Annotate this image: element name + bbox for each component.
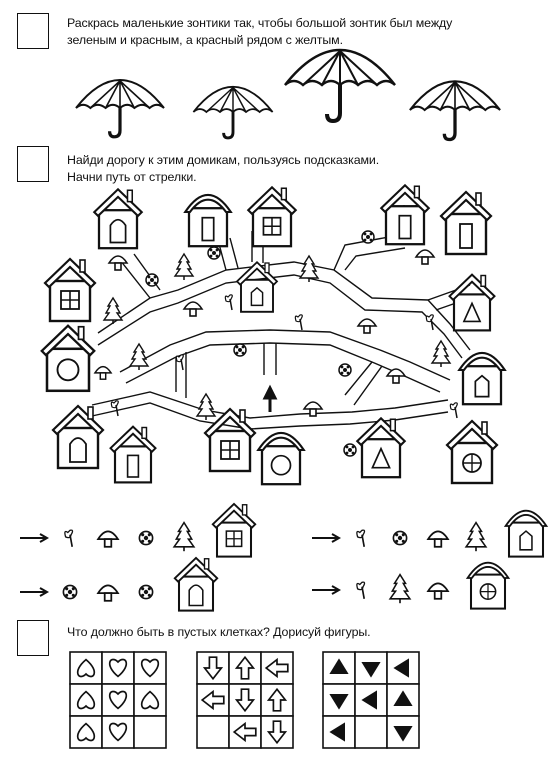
house-icon <box>247 186 297 248</box>
puzzle-cell[interactable] <box>69 715 103 749</box>
sapling-icon <box>64 529 74 548</box>
fir-tree-icon <box>389 573 411 605</box>
maze-road <box>333 234 406 271</box>
umbrella-icon <box>74 78 166 139</box>
maze-road <box>125 342 441 393</box>
fir-tree-icon <box>173 521 195 553</box>
mushroom-icon <box>415 249 435 265</box>
mushroom-icon <box>183 301 203 317</box>
puzzle-cell[interactable] <box>354 715 388 749</box>
mushroom-icon <box>427 530 449 548</box>
start-arrow-icon <box>262 384 278 412</box>
task-2-line-2: Начни путь от стрелки. <box>67 170 197 184</box>
house-icon <box>448 273 496 332</box>
maze-road <box>97 274 463 359</box>
child-avatar-icon <box>17 620 49 656</box>
triangles-puzzle-grid <box>322 651 420 749</box>
sapling-icon <box>356 581 366 600</box>
task-1-line-1: Раскрась маленькие зонтики так, чтобы бо… <box>67 16 453 30</box>
fir-tree-icon <box>174 253 194 281</box>
house-icon <box>93 188 143 250</box>
child-avatar-icon <box>17 146 49 182</box>
mushroom-icon <box>108 255 128 271</box>
flower-icon <box>392 530 408 546</box>
sapling-icon <box>224 294 234 311</box>
flower-icon <box>338 363 352 377</box>
maze-road <box>97 261 471 351</box>
sapling-icon <box>294 314 304 331</box>
umbrella-icon <box>408 79 502 142</box>
task-1-instruction: Раскрась маленькие зонтики так, чтобы бо… <box>67 15 452 49</box>
hint-arrow-icon <box>312 533 342 543</box>
task-3-instruction: Что должно быть в пустых клетках? Дорису… <box>67 624 371 641</box>
sapling-icon <box>449 402 459 419</box>
mushroom-icon <box>97 584 119 602</box>
mushroom-icon <box>97 530 119 548</box>
house-icon <box>184 193 232 248</box>
house-icon <box>445 419 499 485</box>
fir-tree-icon <box>196 393 216 421</box>
puzzle-cell[interactable] <box>133 715 167 749</box>
hint-arrow-icon <box>20 587 50 597</box>
maze-road <box>91 391 449 419</box>
house-icon <box>173 556 219 612</box>
flower-icon <box>62 584 78 600</box>
mushroom-icon <box>386 368 406 384</box>
maze-road <box>263 343 277 375</box>
flower-icon <box>233 343 247 357</box>
house-icon <box>43 257 97 323</box>
mushroom-icon <box>94 365 112 380</box>
fir-tree-icon <box>129 343 149 371</box>
house-icon <box>236 261 278 313</box>
task-2-line-1: Найди дорогу к этим домикам, пользуясь п… <box>67 153 380 167</box>
flower-icon <box>145 273 159 287</box>
house-icon <box>380 184 430 246</box>
house-icon <box>504 509 548 558</box>
maze-road <box>91 402 449 430</box>
house-icon <box>466 561 510 610</box>
house-icon <box>211 502 257 558</box>
task-3-line-1: Что должно быть в пустых клетках? Дорису… <box>67 625 371 639</box>
hint-arrow-icon <box>20 533 50 543</box>
mushroom-icon <box>357 318 377 334</box>
mushroom-icon <box>427 582 449 600</box>
child-avatar-icon <box>17 13 49 49</box>
house-icon <box>257 431 305 486</box>
umbrella-icon <box>283 48 397 123</box>
puzzle-cell[interactable] <box>196 715 230 749</box>
house-icon <box>458 351 506 406</box>
fir-tree-icon <box>465 521 487 553</box>
maze-road <box>119 329 451 381</box>
flower-icon <box>207 246 221 260</box>
umbrella-icon <box>191 85 275 140</box>
house-icon <box>40 324 96 393</box>
flower-icon <box>343 443 357 457</box>
arrows-puzzle-grid <box>196 651 294 749</box>
sapling-icon <box>425 314 435 331</box>
fir-tree-icon <box>103 297 123 325</box>
fir-tree-icon <box>299 255 319 283</box>
hearts-puzzle-grid <box>69 651 167 749</box>
house-icon <box>356 417 406 479</box>
house-icon <box>439 190 493 256</box>
maze-road <box>344 361 383 406</box>
sapling-icon <box>175 354 185 371</box>
house-icon <box>203 407 257 473</box>
flower-icon <box>138 584 154 600</box>
house-icon <box>51 404 105 470</box>
task-2-instruction: Найди дорогу к этим домикам, пользуясь п… <box>67 152 379 186</box>
flower-icon <box>138 530 154 546</box>
puzzle-cell[interactable] <box>386 651 420 685</box>
sapling-icon <box>356 529 366 548</box>
maze-road <box>175 352 187 398</box>
fir-tree-icon <box>431 340 451 368</box>
task-1-line-2: зеленым и красным, а красный рядом с жел… <box>67 33 343 47</box>
house-icon <box>109 425 157 484</box>
sapling-icon <box>110 400 120 417</box>
flower-icon <box>361 230 375 244</box>
hint-arrow-icon <box>312 585 342 595</box>
puzzle-cell[interactable] <box>101 715 135 749</box>
